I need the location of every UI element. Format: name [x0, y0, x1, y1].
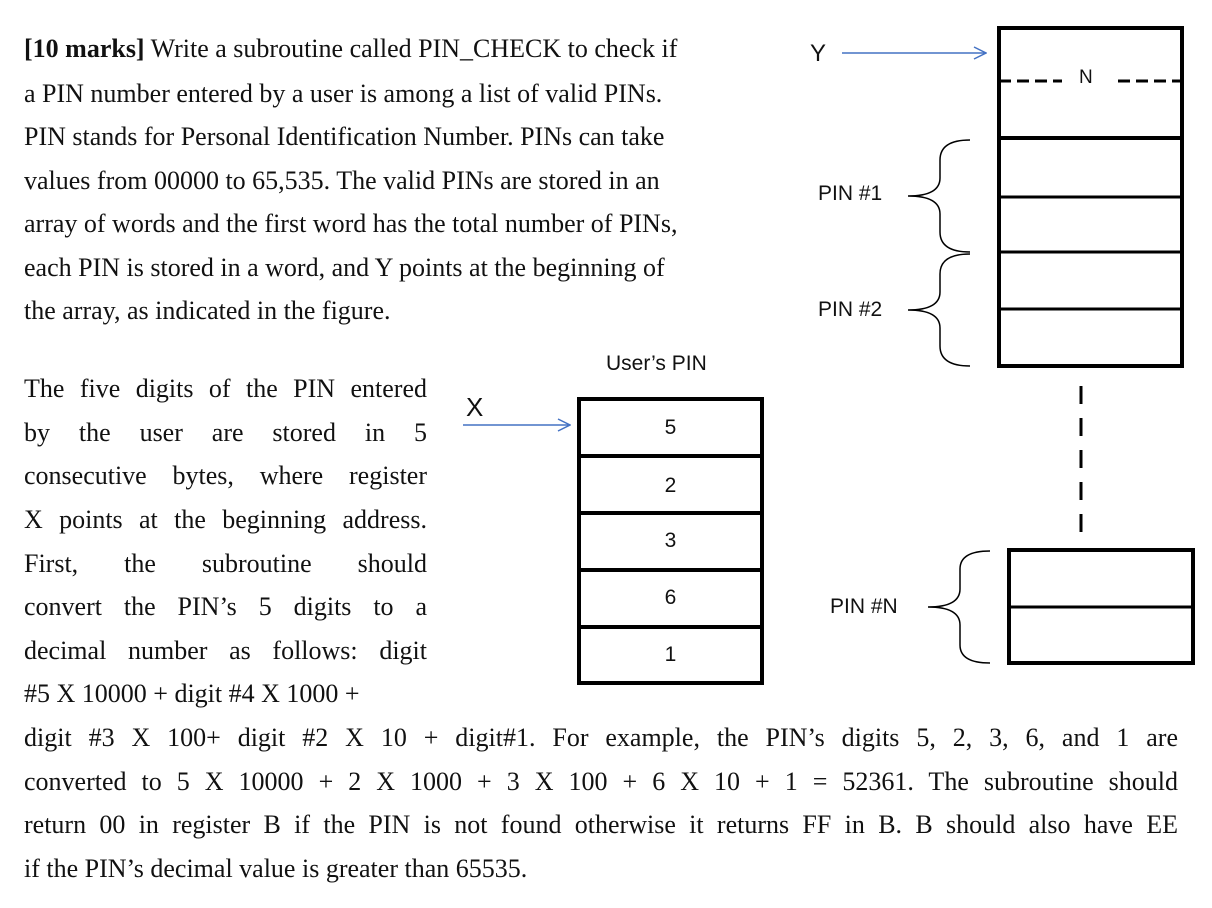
text-line-8: The five digits of the PIN entered: [24, 374, 427, 403]
n-count-label: N: [1079, 67, 1093, 88]
pin1-brace: [907, 139, 971, 253]
text-line-16: digit #3 X 100+ digit #2 X 10 + digit#1.…: [24, 723, 1178, 752]
pin2-label: PIN #2: [818, 298, 883, 321]
y-pointer-label: Y: [810, 40, 827, 67]
pinn-label: PIN #N: [830, 595, 898, 618]
text-line-6: each PIN is stored in a word, and Y poin…: [24, 253, 665, 282]
text-line-18: return 00 in register B if the PIN is no…: [24, 810, 1178, 839]
text-line-13: convert the PIN’s 5 digits to a: [24, 592, 427, 621]
text-line-7: the array, as indicated in the figure.: [24, 296, 391, 325]
user-pin-digit-4: 2: [664, 474, 677, 497]
user-pin-digit-2: 6: [664, 586, 677, 609]
user-pin-digit-1: 1: [664, 643, 677, 666]
text-line-4: values from 00000 to 65,535. The valid P…: [24, 166, 660, 195]
x-pointer-label: X: [466, 392, 484, 422]
text-line-3: PIN stands for Personal Identification N…: [24, 122, 665, 151]
pin-array-block: [997, 26, 1184, 368]
text-line-17: converted to 5 X 10000 + 2 X 1000 + 3 X …: [24, 767, 1178, 796]
text-line-10: consecutive bytes, where register: [24, 461, 427, 490]
text-line-1: [10 marks] Write a subroutine called PIN…: [24, 34, 678, 63]
user-pin-digit-5: 5: [664, 416, 677, 439]
pin1-label: PIN #1: [818, 182, 883, 205]
text-line-12: First, the subroutine should: [24, 549, 427, 578]
pin-n-block: [1007, 548, 1195, 665]
text-line-5: array of words and the first word has th…: [24, 209, 678, 238]
user-pin-block: [577, 397, 764, 685]
pinn-brace: [927, 550, 991, 664]
text-line-11: X points at the beginning address.: [24, 505, 427, 534]
text-line-9: by the user are stored in 5: [24, 418, 427, 447]
text-line-2: a PIN number entered by a user is among …: [24, 79, 663, 108]
pin2-brace: [907, 253, 971, 367]
text-line-14: decimal number as follows: digit: [24, 636, 427, 665]
text-line-15: #5 X 10000 + digit #4 X 1000 +: [24, 679, 360, 708]
user-pin-title: User’s PIN: [606, 352, 707, 375]
user-pin-digit-3: 3: [664, 529, 677, 552]
marks-label: [10 marks]: [24, 34, 145, 63]
text-line-19: if the PIN’s decimal value is greater th…: [24, 854, 528, 883]
